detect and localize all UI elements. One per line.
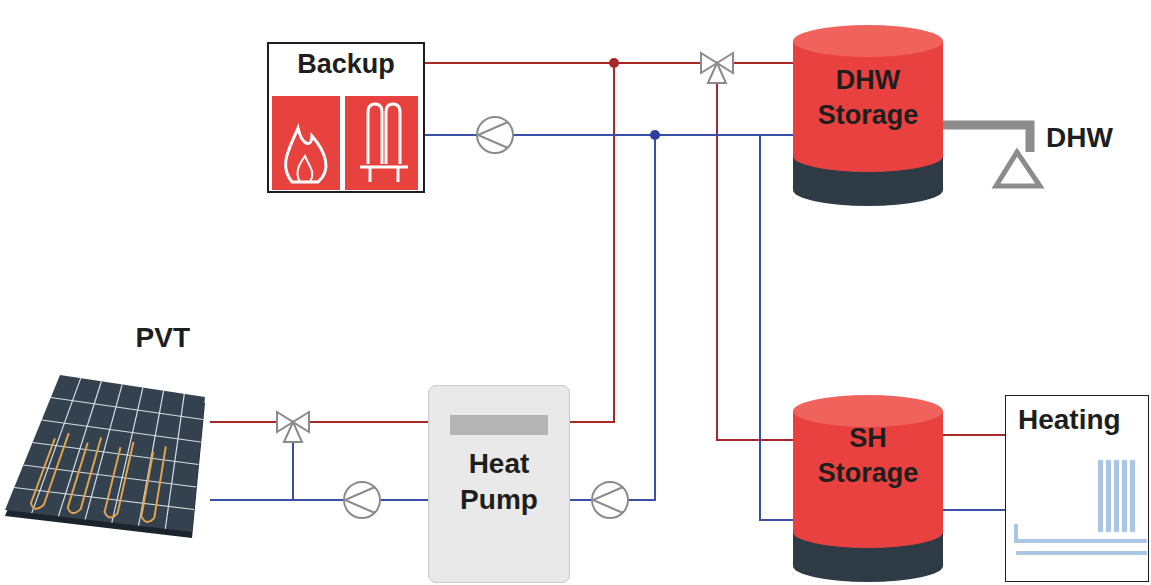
unit-panel <box>450 415 548 435</box>
node-label: Backup <box>277 47 415 82</box>
tank-body <box>793 411 943 548</box>
cell-grid <box>23 465 196 487</box>
absorber-tube <box>68 438 101 514</box>
pump-symbol <box>477 117 513 153</box>
heat-pump-unit: Heat Pump <box>428 385 570 583</box>
storage-tank: SH Storage <box>793 395 943 582</box>
pipe-connector <box>210 499 428 501</box>
absorber-tube <box>31 433 69 509</box>
radiator-icon <box>1016 460 1147 553</box>
outlet-label: DHW <box>1046 121 1113 155</box>
tank-body <box>793 41 943 172</box>
node-label: Heat Pump <box>441 446 557 519</box>
pvt-collector: PVT <box>5 318 210 535</box>
tank-top <box>793 395 943 427</box>
absorber-tube <box>105 442 134 518</box>
cell-grid <box>42 420 201 442</box>
node-label: DHW Storage <box>803 63 933 133</box>
node-label: Heating <box>1018 402 1140 438</box>
backup-box: Backup <box>267 42 425 193</box>
node-label: SH Storage <box>803 421 933 491</box>
pipe-connector <box>425 135 793 520</box>
burner-icon <box>272 96 340 190</box>
three-way-valve <box>701 53 733 83</box>
pipe-connector <box>570 135 793 520</box>
pump-symbol <box>344 482 380 518</box>
three-way-valve <box>277 412 309 442</box>
absorber-tube <box>141 446 165 522</box>
junction-dot <box>609 58 619 68</box>
cell-grid <box>51 398 203 420</box>
node-label: PVT <box>5 320 190 356</box>
tank-top <box>793 25 943 57</box>
electric-heater-icon <box>345 96 418 190</box>
panel-face <box>5 375 205 532</box>
pipe-connector <box>943 434 1005 436</box>
pump-symbol <box>592 482 628 518</box>
pipe-connector <box>943 509 1005 511</box>
tap-symbol <box>943 125 1040 186</box>
pipe-connector <box>425 63 793 440</box>
cell-grid <box>33 443 199 465</box>
pipe-connector <box>210 421 428 423</box>
storage-tank: DHW Storage <box>793 25 943 206</box>
heating-box: Heating <box>1005 395 1149 582</box>
junction-dot <box>650 130 660 140</box>
